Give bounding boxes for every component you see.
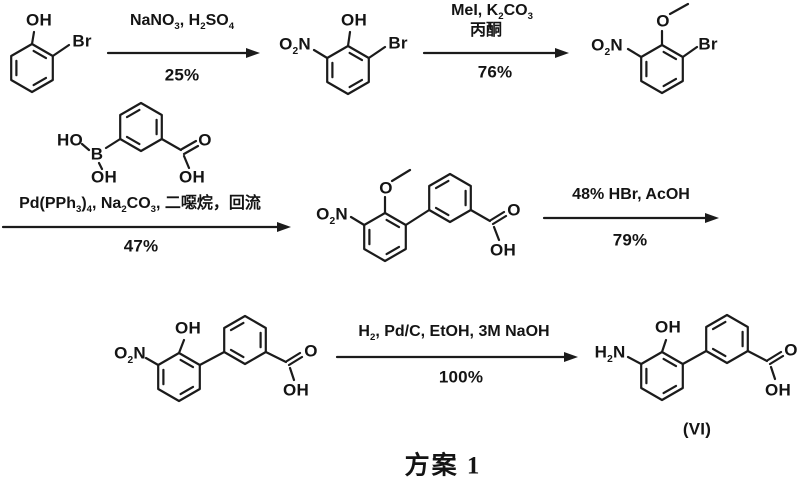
atom-label-br: Br: [698, 34, 718, 54]
atom-label-no2: O2N: [316, 204, 348, 227]
atom-label-o: O: [656, 11, 670, 31]
scheme-caption: 方案 1: [404, 452, 482, 480]
benzene-ring-methoxybiphenyl-right: [428, 172, 472, 224]
atom-label-carbonyl-o: O: [198, 130, 212, 150]
reaction-arrow-step3: [1, 222, 291, 232]
bonds-nitrobromoanisole: [626, 2, 699, 59]
reaction-arrow-step1: [106, 48, 260, 58]
benzene-ring-boronic-acid: [119, 101, 163, 153]
atom-label-acid-oh: OH: [765, 380, 791, 400]
bonds-bromophenol: [30, 30, 71, 58]
atom-label-acid-oh: OH: [179, 167, 205, 187]
reagents-step4: 48% HBr, AcOH: [572, 186, 690, 203]
reaction-arrow-step4: [542, 213, 719, 223]
reaction-arrow-step2: [422, 48, 569, 58]
atom-label-b: B: [90, 144, 104, 164]
bonds-methoxybiphenyl: [349, 168, 508, 242]
atom-label-acid-oh: OH: [490, 240, 516, 260]
benzene-ring-nitrobromophenol: [326, 44, 370, 96]
benzene-ring-nitrobromoanisole: [640, 43, 684, 95]
bonds-boronic-acid: [80, 137, 200, 171]
atom-label-ho: HO: [57, 130, 83, 150]
reaction-arrow-step5: [335, 352, 578, 362]
benzene-ring-hydroxybiphenyl-right: [223, 314, 267, 366]
atom-label-nh2: H2N: [594, 342, 626, 365]
atom-label-o: O: [379, 178, 393, 198]
atom-label-oh: OH: [175, 318, 201, 338]
bonds-hydroxybiphenyl: [144, 338, 304, 382]
reagents-step1: NaNO3, H2SO4: [129, 12, 235, 33]
benzene-ring-methoxybiphenyl-left: [363, 211, 407, 263]
benzene-ring-aminobiphenyl-left: [640, 350, 684, 402]
bonds-aminobiphenyl: [626, 338, 785, 381]
reagents-step3: Pd(PPh3)4, Na2CO3, 二噁烷，回流: [19, 195, 261, 216]
yield-step3: 47%: [123, 236, 159, 256]
atom-label-carbonyl-o: O: [304, 341, 318, 361]
atom-label-no2: O2N: [591, 35, 623, 58]
benzene-ring-hydroxybiphenyl-left: [157, 351, 201, 403]
reagents-step2: MeI, K2CO3: [451, 2, 533, 23]
yield-step4: 79%: [612, 230, 648, 250]
benzene-ring-aminobiphenyl-right: [705, 313, 749, 365]
atom-label-oh: OH: [91, 167, 117, 187]
reagents-step5: H2, Pd/C, EtOH, 3M NaOH: [358, 323, 550, 344]
atom-label-carbonyl-o: O: [784, 340, 798, 360]
atom-label-oh: OH: [341, 10, 367, 30]
atom-label-acid-oh: OH: [283, 380, 309, 400]
atom-label-oh: OH: [26, 10, 52, 30]
solvent-step2: 丙酮: [469, 22, 503, 39]
atom-label-br: Br: [388, 33, 408, 53]
atom-label-carbonyl-o: O: [507, 200, 521, 220]
atom-label-oh: OH: [655, 317, 681, 337]
atom-label-no2: O2N: [279, 34, 311, 57]
atom-label-no2: O2N: [114, 343, 146, 366]
compound-number: (VI): [682, 419, 712, 439]
yield-step1: 25%: [164, 65, 200, 85]
atom-label-br: Br: [72, 31, 92, 51]
benzene-ring-bromophenol: [10, 42, 54, 94]
yield-step5: 100%: [438, 367, 484, 387]
yield-step2: 76%: [477, 62, 513, 82]
bonds-nitrobromophenol: [312, 30, 387, 60]
